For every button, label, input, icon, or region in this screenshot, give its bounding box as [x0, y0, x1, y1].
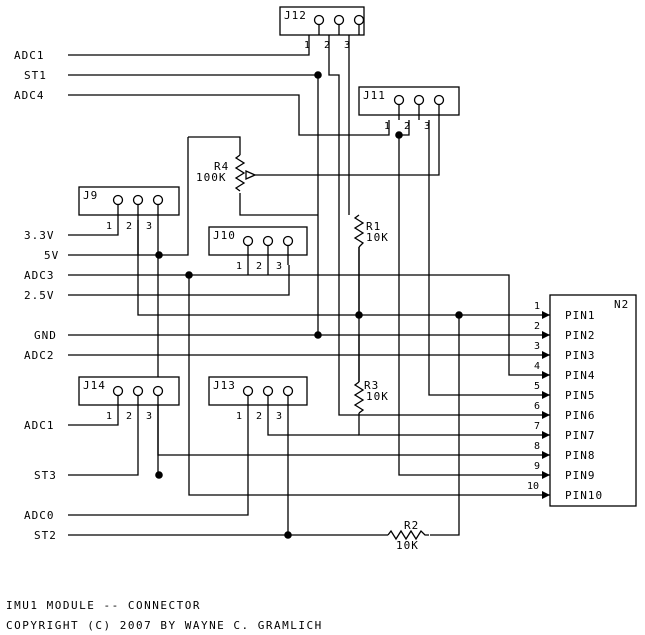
header-pin-number: 7	[534, 421, 540, 432]
pin-arrow	[542, 431, 550, 439]
pin-arrow	[542, 491, 550, 499]
connector-label-j9: J9	[83, 189, 98, 202]
net-label-adc1-top: ADC1	[14, 49, 45, 62]
net-labels: ADC1 ST1 ADC4 3.3V 5V ADC3 2.5V GND ADC2…	[14, 49, 59, 542]
header-pin-name: PIN2	[565, 329, 596, 342]
header-ref-n2: N2	[614, 298, 629, 311]
header-pin-name: PIN3	[565, 349, 596, 362]
header-pin-name: PIN8	[565, 449, 596, 462]
header-pin-number: 2	[534, 321, 540, 332]
pin-number: 2	[126, 411, 132, 422]
pin-arrow	[542, 331, 550, 339]
connector-j12: J12 1 2 3	[279, 6, 365, 51]
pin-number: 3	[146, 221, 152, 232]
connector-label-j12: J12	[284, 9, 307, 22]
pin-number: 1	[304, 40, 310, 51]
net-label-gnd: GND	[34, 329, 57, 342]
net-label-adc1-bottom: ADC1	[24, 419, 55, 432]
pin-number: 2	[256, 261, 262, 272]
resistor-value-r1: 10K	[366, 231, 389, 244]
header-pin-name: PIN10	[565, 489, 603, 502]
header-pin-name: PIN9	[565, 469, 596, 482]
header-pin-name: PIN6	[565, 409, 596, 422]
footer-copyright: COPYRIGHT (C) 2007 BY WAYNE C. GRAMLICH	[6, 619, 323, 632]
pin-number: 1	[236, 261, 242, 272]
connector-label-j10: J10	[213, 229, 236, 242]
connector-j13: J13 1 2 3	[208, 376, 308, 422]
pin-number: 1	[106, 221, 112, 232]
pin-number: 3	[276, 411, 282, 422]
connector-label-j13: J13	[213, 379, 236, 392]
pin-number: 3	[344, 40, 350, 51]
header-pin-number: 9	[534, 461, 540, 472]
junctions	[155, 71, 463, 539]
pin-number: 2	[324, 40, 330, 51]
net-label-3v3: 3.3V	[24, 229, 55, 242]
pin-arrow	[542, 351, 550, 359]
pin-arrow	[542, 471, 550, 479]
pin-number: 1	[106, 411, 112, 422]
resistor-value-r4: 100K	[196, 171, 227, 184]
header-pin-number: 4	[534, 361, 540, 372]
pin-arrow	[542, 411, 550, 419]
header-pin-number: 10	[527, 481, 539, 492]
net-label-st3: ST3	[34, 469, 57, 482]
net-label-adc0: ADC0	[24, 509, 55, 522]
resistor-r3: R3 10K	[353, 379, 389, 414]
connector-j9: J9 1 2 3	[78, 186, 180, 232]
resistor-value-r3: 10K	[366, 390, 389, 403]
pin-arrow	[542, 451, 550, 459]
resistor-r2: R2 10K	[387, 519, 429, 552]
pin-number: 2	[404, 121, 410, 132]
resistor-r1: R1 10K	[353, 214, 389, 248]
header-pin-name: PIN4	[565, 369, 596, 382]
footer-title: IMU1 MODULE -- CONNECTOR	[6, 599, 201, 612]
connector-label-j11: J11	[363, 89, 386, 102]
connector-j14: J14 1 2 3	[78, 376, 180, 422]
header-pin-number: 3	[534, 341, 540, 352]
resistor-ref-r3: R3	[364, 379, 379, 392]
resistor-ref-r1: R1	[366, 220, 381, 233]
pin-number: 2	[256, 411, 262, 422]
pin-number: 2	[126, 221, 132, 232]
net-label-st1: ST1	[24, 69, 47, 82]
header-pin-number: 1	[534, 301, 540, 312]
resistor-r4: R4 100K	[196, 154, 257, 192]
pin-arrow	[542, 371, 550, 379]
pin-arrow	[542, 311, 550, 319]
pin-number: 3	[424, 121, 430, 132]
header-pin-name: PIN5	[565, 389, 596, 402]
resistor-ref-r2: R2	[404, 519, 419, 532]
net-label-adc4: ADC4	[14, 89, 45, 102]
net-label-st2: ST2	[34, 529, 57, 542]
connector-j11: J11 1 2 3	[358, 86, 460, 132]
net-label-adc3: ADC3	[24, 269, 55, 282]
connector-j10: J10 1 2 3	[208, 226, 308, 272]
net-label-5v: 5V	[44, 249, 59, 262]
wires	[68, 35, 550, 536]
footer: IMU1 MODULE -- CONNECTOR COPYRIGHT (C) 2…	[6, 599, 323, 632]
header-pin-number: 6	[534, 401, 540, 412]
pin-arrow	[542, 391, 550, 399]
pin-number: 1	[236, 411, 242, 422]
net-label-2v5: 2.5V	[24, 289, 55, 302]
header-pin-name: PIN7	[565, 429, 596, 442]
net-label-adc2: ADC2	[24, 349, 55, 362]
pin-number: 3	[146, 411, 152, 422]
pin-number: 3	[276, 261, 282, 272]
connector-stubs	[117, 25, 440, 420]
header-pin-name: PIN1	[565, 309, 596, 322]
header-pin-number: 8	[534, 441, 540, 452]
resistor-ref-r4: R4	[214, 160, 229, 173]
header-pin-number: 5	[534, 381, 540, 392]
connector-label-j14: J14	[83, 379, 106, 392]
pin-number: 1	[384, 121, 390, 132]
resistor-value-r2: 10K	[396, 539, 419, 552]
